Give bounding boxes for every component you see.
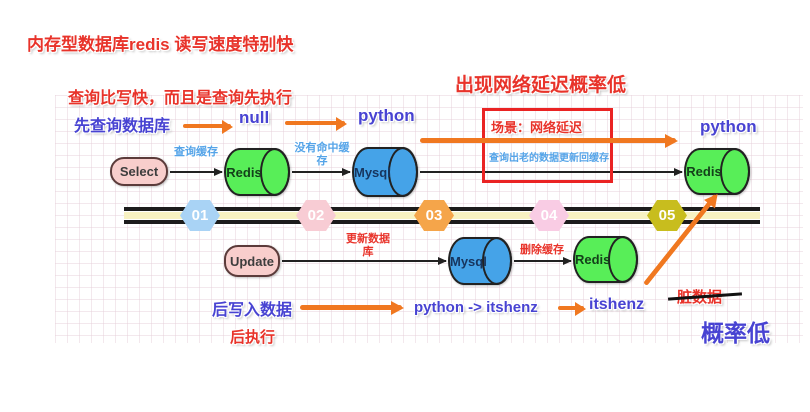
label-update-db: 更新数据库 bbox=[346, 233, 390, 258]
note-write-after: 后写入数据 bbox=[212, 302, 293, 319]
scenario-box: 场景：网络延迟 查询出老的数据更新回缓存 bbox=[482, 108, 613, 183]
label-cache-miss: 没有命中缓存 bbox=[294, 142, 350, 167]
arrow-select-to-redis bbox=[170, 168, 223, 176]
arrow-mysql-to-redis-bottom bbox=[514, 257, 572, 265]
redis-cache-node-bottom[interactable]: Redis bbox=[573, 236, 638, 283]
cylinder-cap bbox=[482, 237, 512, 285]
note-query-db-first: 先查询数据库 bbox=[74, 118, 171, 135]
note-probability-low: 概率低 bbox=[701, 320, 770, 346]
note-query-vs-write: 查询比写快，而且是查询先执行 bbox=[68, 90, 293, 107]
orange-arrow-2 bbox=[285, 117, 347, 131]
note-dirty-data: 脏数据 bbox=[677, 289, 723, 306]
mysql-db-node-bottom[interactable]: Mysql bbox=[448, 237, 512, 285]
mysql-node-label: Mysql bbox=[450, 253, 487, 269]
arrow-mysql-to-redis-right bbox=[420, 168, 683, 176]
orange-arrow-network-delay bbox=[420, 134, 678, 148]
timeline-step-05: 05 bbox=[647, 200, 687, 231]
select-node[interactable]: Select bbox=[110, 157, 168, 186]
timeline-step-01: 01 bbox=[180, 200, 220, 231]
redis-cache-node[interactable]: Redis bbox=[224, 148, 290, 196]
note-null-result: null bbox=[239, 108, 270, 127]
timeline-step-04: 04 bbox=[529, 200, 569, 231]
arrow-redis-to-mysql bbox=[292, 168, 351, 176]
update-node-label: Update bbox=[229, 253, 275, 269]
label-query-cache: 查询缓存 bbox=[174, 146, 218, 158]
note-execute-after: 后执行 bbox=[230, 329, 276, 346]
redis-writeback-node[interactable]: Redis bbox=[684, 148, 750, 195]
redis-node-label: Redis bbox=[575, 252, 611, 267]
arrow-update-to-mysql bbox=[282, 257, 447, 265]
select-node-label: Select bbox=[119, 164, 159, 179]
update-node[interactable]: Update bbox=[224, 245, 280, 277]
redis-node-label: Redis bbox=[686, 164, 722, 179]
note-python-right: python bbox=[700, 117, 757, 136]
cylinder-cap bbox=[720, 148, 750, 195]
label-delete-cache: 删除缓存 bbox=[520, 244, 564, 256]
note-itshenz: itshenz bbox=[589, 296, 645, 313]
note-python-to-itshenz: python -> itshenz bbox=[414, 299, 538, 316]
orange-arrow-1 bbox=[183, 120, 233, 134]
redis-node-label: Redis bbox=[226, 164, 262, 180]
cylinder-cap bbox=[260, 148, 290, 196]
note-memory-db-title: 内存型数据库redis 读写速度特别快 bbox=[27, 35, 294, 54]
scenario-title: 场景：网络延迟 bbox=[491, 120, 583, 135]
orange-arrow-3 bbox=[300, 301, 404, 315]
note-network-delay-low: 出现网络延迟概率低 bbox=[455, 75, 627, 96]
mysql-node-label: Mysql bbox=[354, 164, 391, 180]
cylinder-cap bbox=[388, 147, 418, 197]
scenario-description: 查询出老的数据更新回缓存 bbox=[489, 153, 609, 164]
note-python-top: python bbox=[358, 106, 415, 125]
orange-arrow-4 bbox=[558, 302, 586, 316]
mysql-db-node[interactable]: Mysql bbox=[352, 147, 418, 197]
cylinder-cap bbox=[608, 236, 638, 283]
